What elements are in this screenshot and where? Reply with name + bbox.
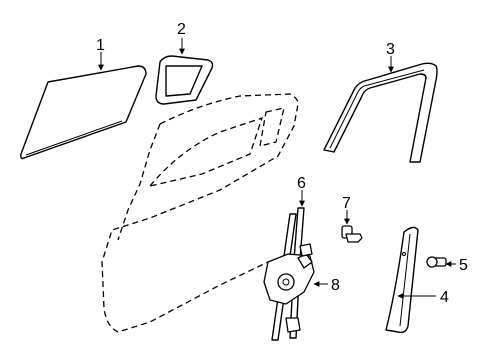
callout-3: 3: [386, 41, 395, 58]
callout-6: 6: [297, 175, 306, 192]
glass-run-channel: [323, 62, 438, 163]
bolt: [426, 256, 447, 268]
callout-8: 8: [331, 277, 340, 294]
quarter-glass: [155, 55, 214, 105]
leader-lines: [98, 38, 456, 299]
callout-1: 1: [96, 37, 105, 54]
door-outline: [101, 93, 299, 333]
bolt-7: [341, 225, 363, 243]
door-glass: [20, 65, 147, 160]
callout-2: 2: [177, 21, 186, 38]
callout-5: 5: [459, 257, 468, 274]
window-regulator: [263, 207, 315, 341]
division-channel: [385, 226, 419, 334]
callout-4: 4: [440, 289, 449, 306]
callout-7: 7: [342, 195, 351, 212]
